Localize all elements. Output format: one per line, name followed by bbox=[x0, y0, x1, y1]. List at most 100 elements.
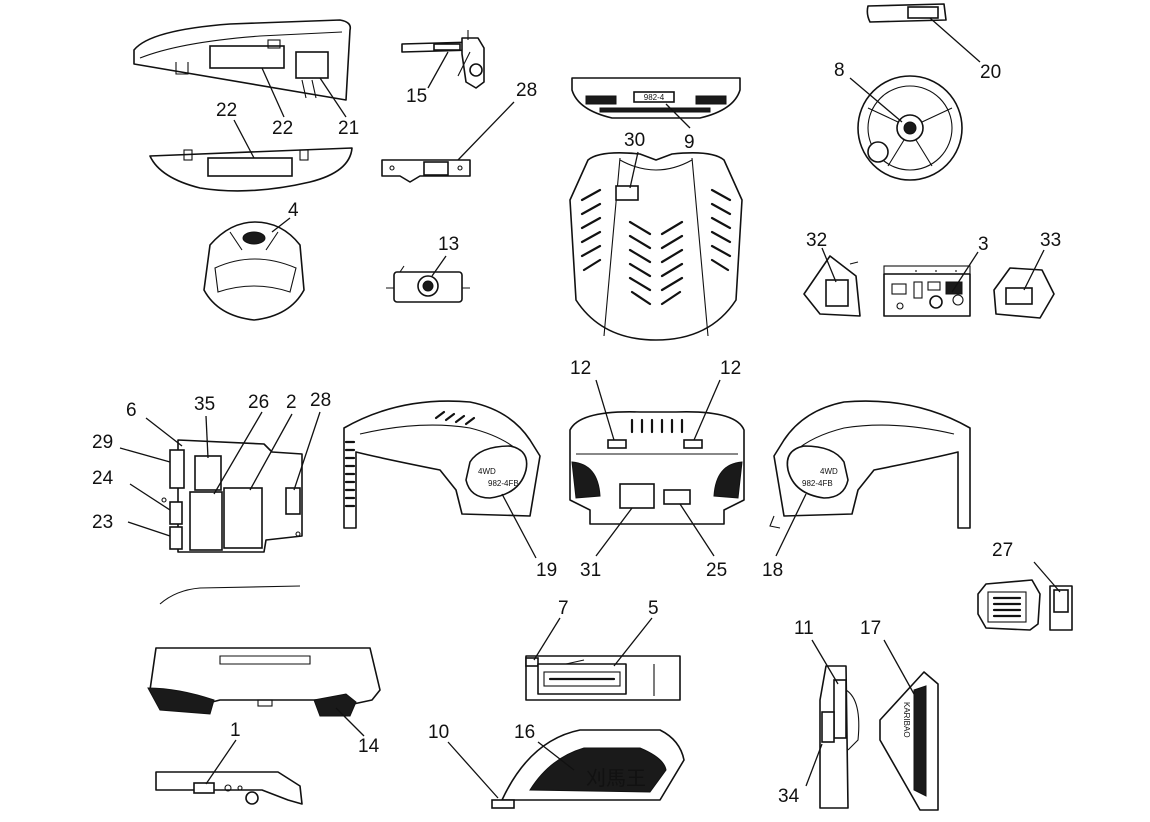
vertical-panel-11 bbox=[819, 665, 860, 809]
panel-33 bbox=[993, 267, 1055, 319]
bracket-15 bbox=[401, 30, 485, 89]
key-switch-icon bbox=[422, 280, 434, 292]
callout-26: 26 bbox=[248, 392, 269, 413]
callout-27: 27 bbox=[992, 540, 1013, 561]
rear-cover-30 bbox=[569, 152, 743, 341]
decal-24 bbox=[169, 501, 183, 525]
plate-20 bbox=[866, 3, 947, 23]
instrument-panel-3 bbox=[883, 265, 971, 317]
callout-29: 29 bbox=[92, 432, 113, 453]
decal-7 bbox=[525, 657, 539, 667]
callout-20: 20 bbox=[980, 62, 1001, 83]
svg-text:982-4FB: 982-4FB bbox=[488, 479, 519, 488]
decal-11 bbox=[833, 679, 847, 739]
decal-14 bbox=[313, 693, 357, 717]
frame-1 bbox=[155, 771, 303, 805]
callouts: 1 2 3 4 5 6 7 8 9 10 11 12 12 13 14 15 1… bbox=[92, 60, 1061, 807]
decal-22-upper bbox=[209, 45, 285, 69]
callout-18: 18 bbox=[762, 560, 783, 581]
callout-8: 8 bbox=[834, 60, 845, 81]
decal-21 bbox=[295, 51, 329, 79]
top-cover-9: 982-4 bbox=[571, 77, 741, 119]
hand-rail-17: KARIBAO bbox=[879, 671, 939, 811]
horn-button-icon bbox=[903, 121, 917, 135]
dash-panel-upper bbox=[133, 19, 352, 101]
decal-28-top bbox=[423, 161, 449, 176]
decal-22-lower bbox=[207, 157, 293, 177]
callout-4: 4 bbox=[288, 200, 299, 221]
callout-22a: 22 bbox=[216, 100, 237, 121]
front-cowl-4 bbox=[203, 221, 305, 321]
fender-right-18: 4WD 982-4FB bbox=[769, 400, 971, 529]
vent-pattern bbox=[580, 188, 732, 306]
callout-16: 16 bbox=[514, 722, 535, 743]
callout-2: 2 bbox=[286, 392, 297, 413]
svg-text:982-4FB: 982-4FB bbox=[802, 479, 833, 488]
callout-13: 13 bbox=[438, 234, 459, 255]
decal-27 bbox=[1053, 589, 1069, 613]
callout-19: 19 bbox=[536, 560, 557, 581]
decal-10 bbox=[491, 799, 515, 809]
callout-9: 9 bbox=[684, 132, 695, 153]
bar-28-top bbox=[381, 159, 471, 183]
steering-wheel-8 bbox=[857, 75, 963, 181]
svg-text:4WD: 4WD bbox=[478, 467, 496, 476]
callout-35: 35 bbox=[194, 394, 215, 415]
side-decal-16: 刈馬王 bbox=[491, 729, 685, 809]
trim-strip bbox=[159, 585, 301, 605]
panel-32 bbox=[803, 255, 861, 317]
callout-28b: 28 bbox=[310, 390, 331, 411]
fender-left-19: 4WD 982-4FB bbox=[343, 400, 541, 529]
callout-23: 23 bbox=[92, 512, 113, 533]
decal-12-right bbox=[683, 439, 703, 449]
callout-1: 1 bbox=[230, 720, 241, 741]
callout-32: 32 bbox=[806, 230, 827, 251]
side-panel-left bbox=[161, 439, 303, 553]
box-5-7 bbox=[525, 655, 681, 701]
brand-chinese-text: 刈馬王 bbox=[586, 766, 646, 790]
callout-6: 6 bbox=[126, 400, 137, 421]
callout-15: 15 bbox=[406, 86, 427, 107]
switch-box-13 bbox=[386, 265, 470, 303]
decal-23 bbox=[169, 526, 183, 550]
callout-33: 33 bbox=[1040, 230, 1061, 251]
svg-text:4WD: 4WD bbox=[820, 467, 838, 476]
decal-34 bbox=[821, 711, 835, 743]
callout-25: 25 bbox=[706, 560, 727, 581]
decal-25 bbox=[663, 489, 691, 505]
dash-panel-lower bbox=[149, 147, 353, 192]
callout-3: 3 bbox=[978, 234, 989, 255]
callout-28a: 28 bbox=[516, 80, 537, 101]
callout-11: 11 bbox=[794, 618, 814, 639]
grille-plate bbox=[633, 91, 675, 103]
callout-17: 17 bbox=[860, 618, 881, 639]
callout-7: 7 bbox=[558, 598, 569, 619]
callout-12b: 12 bbox=[720, 358, 741, 379]
brand-emblem-icon bbox=[242, 231, 266, 245]
callout-31: 31 bbox=[580, 560, 601, 581]
decal-32 bbox=[825, 279, 849, 307]
callout-30: 30 bbox=[624, 130, 645, 151]
callout-5: 5 bbox=[648, 598, 659, 619]
callout-34: 34 bbox=[778, 786, 800, 807]
decal-31 bbox=[619, 483, 655, 509]
decal-28-mid bbox=[285, 487, 301, 515]
callout-14: 14 bbox=[358, 736, 380, 757]
decal-12-left bbox=[607, 439, 627, 449]
decal-26 bbox=[189, 491, 223, 551]
decal-20 bbox=[907, 6, 939, 19]
callout-10: 10 bbox=[428, 722, 449, 743]
front-bumper-14 bbox=[147, 647, 381, 717]
decal-29 bbox=[169, 449, 185, 489]
callout-24: 24 bbox=[92, 468, 114, 489]
speaker-box-27 bbox=[977, 579, 1073, 631]
brand-vertical-text: KARIBAO bbox=[902, 702, 911, 738]
decal-1 bbox=[193, 782, 215, 794]
rear-body-center bbox=[569, 411, 745, 525]
decal-35 bbox=[194, 455, 222, 491]
decal-30 bbox=[615, 185, 639, 201]
svg-text:982-4: 982-4 bbox=[644, 93, 665, 102]
decal-33 bbox=[1005, 287, 1033, 305]
decal-2 bbox=[223, 487, 263, 549]
